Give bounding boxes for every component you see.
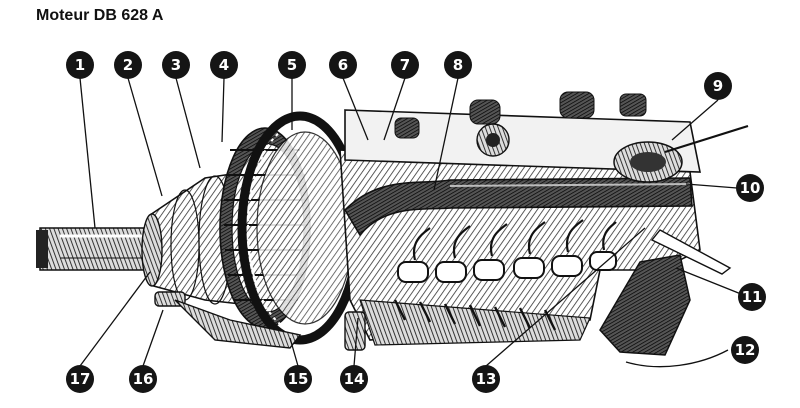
callout-3-number: 3: [171, 56, 181, 74]
callout-3: 3: [162, 51, 190, 79]
callout-7: 7: [391, 51, 419, 79]
callout-15-number: 15: [288, 370, 309, 388]
callout-12: 12: [731, 336, 759, 364]
callout-1-number: 1: [75, 56, 85, 74]
callout-4-number: 4: [219, 56, 229, 74]
callout-9: 9: [704, 72, 732, 100]
callout-2-number: 2: [123, 56, 133, 74]
callout-15: 15: [284, 365, 312, 393]
callout-4: 4: [210, 51, 238, 79]
callout-10-number: 10: [740, 179, 761, 197]
exhaust-ports: [397, 251, 617, 283]
intake-manifold: [343, 177, 693, 237]
callout-12-number: 12: [735, 341, 756, 359]
callout-14: 14: [340, 365, 368, 393]
callout-11-number: 11: [742, 288, 763, 306]
callout-16: 16: [129, 365, 157, 393]
callout-5: 5: [278, 51, 306, 79]
spark-plug-leads: [412, 219, 617, 261]
callout-9-number: 9: [713, 77, 723, 95]
accessory-drive: [613, 124, 749, 183]
leader-lines: [79, 77, 747, 368]
callout-6-number: 6: [338, 56, 348, 74]
callout-17-number: 17: [70, 370, 91, 388]
mounting-brackets: [154, 291, 366, 351]
callout-8: 8: [444, 51, 472, 79]
propeller-shaft: [36, 227, 151, 271]
callout-13-number: 13: [476, 370, 497, 388]
engine-illustration: [36, 91, 749, 356]
callout-7-number: 7: [400, 56, 410, 74]
callout-2: 2: [114, 51, 142, 79]
diagram-title: Moteur DB 628 A: [36, 7, 164, 24]
callout-16-number: 16: [133, 370, 154, 388]
callout-10: 10: [736, 174, 764, 202]
callout-11: 11: [738, 283, 766, 311]
callout-8-number: 8: [453, 56, 463, 74]
callout-17: 17: [66, 365, 94, 393]
rear-air-scoop: [599, 229, 732, 356]
cylinder-head: [344, 91, 701, 173]
callout-13: 13: [472, 365, 500, 393]
callout-14-number: 14: [344, 370, 365, 388]
callout-5-number: 5: [287, 56, 297, 74]
callout-1: 1: [66, 51, 94, 79]
callout-6: 6: [329, 51, 357, 79]
